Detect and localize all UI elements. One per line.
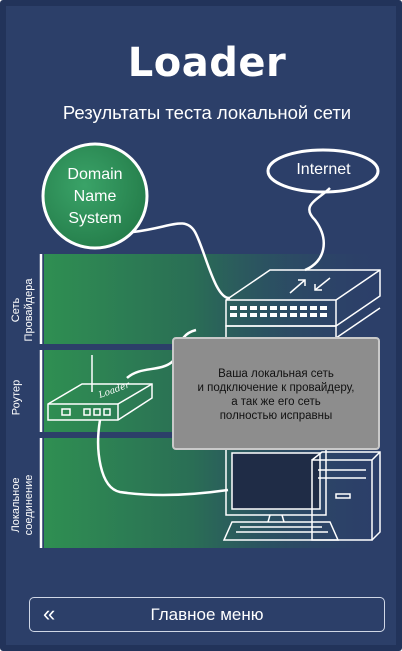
switch-ports xyxy=(230,306,327,317)
dns-bubble xyxy=(41,142,149,250)
internet-cable xyxy=(304,187,331,272)
dns-cable xyxy=(132,222,231,300)
local-row-label: Локальное соединение xyxy=(10,474,35,536)
page-subtitle: Результаты теста локальной сети xyxy=(62,102,352,123)
app-title: Loader xyxy=(127,40,287,86)
router-icon xyxy=(47,355,153,421)
dns-label: Domain Name System xyxy=(67,166,123,227)
provider-row-label: Сеть Провайдера xyxy=(10,278,35,342)
back-chevron-icon: « xyxy=(43,601,56,626)
computer-icon xyxy=(222,446,381,541)
local-cable xyxy=(96,419,229,497)
main-menu-label: Главное меню xyxy=(150,605,264,624)
internet-label: Internet xyxy=(296,161,351,178)
result-message: Ваша локальная сеть и подключение к пров… xyxy=(197,368,355,422)
result-dialog: Ваша локальная сеть и подключение к пров… xyxy=(172,337,380,450)
main-menu-button[interactable]: « Главное меню xyxy=(29,597,385,632)
network-diagram: Loader xyxy=(39,142,381,548)
internet-bubble xyxy=(266,148,380,194)
router-row-label: Роутер xyxy=(10,379,23,416)
